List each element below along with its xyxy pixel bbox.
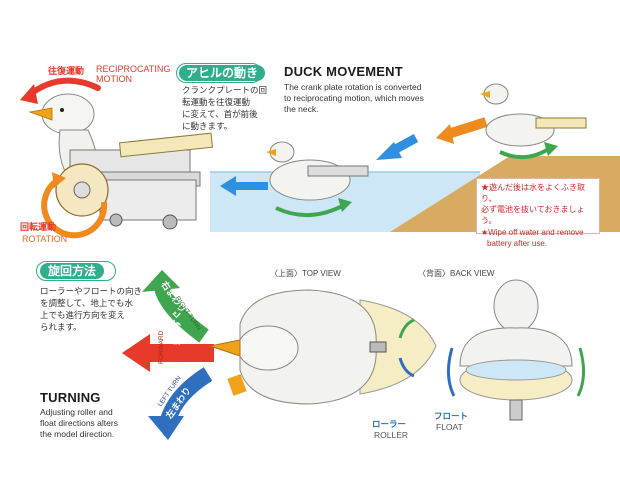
duck-movement-body-jp: クランクプレートの回 転運動を往復運動 に変えて、首が前後 に動きます。 xyxy=(182,84,267,132)
en-line: the neck. xyxy=(284,104,319,114)
turning-title-frame xyxy=(36,261,116,281)
float-label-jp: フロート xyxy=(434,411,469,421)
en-line: The crank plate rotation is converted xyxy=(284,82,422,92)
turning-body-jp: ローラーやフロートの向き を調整して、地上でも水 上でも進行方向を変え られます… xyxy=(40,285,142,333)
mechanism-illustration xyxy=(0,60,230,245)
warning-en-1: ★Wipe off water and remove xyxy=(481,228,584,237)
reciprocating-label-en-1: RECIPROCATING xyxy=(96,64,171,74)
jp-line: に変えて、首が前後 xyxy=(182,109,258,119)
turning-body-en: Adjusting roller and float directions al… xyxy=(40,407,118,440)
back-view-label: 〈背面〉BACK VIEW xyxy=(418,269,495,278)
warning-box: ★遊んだ後は水をよくふき取り、 必ず電池を抜いておきましょう。 ★Wipe of… xyxy=(476,178,600,248)
warning-en-2: battery after use. xyxy=(487,239,548,248)
top-view-illustration xyxy=(200,280,450,420)
en-line: Adjusting roller and xyxy=(40,407,113,417)
warning-jp-1: ★遊んだ後は水をよくふき取り、 xyxy=(481,183,585,203)
forward-label-jp: まっすぐ xyxy=(172,310,182,346)
rotation-label-en: ROTATION xyxy=(22,234,68,244)
roller-label-jp: ローラー xyxy=(372,419,407,429)
jp-line: 上でも進行方向を変え xyxy=(40,310,126,320)
turning-title-en: TURNING xyxy=(40,390,101,405)
duck-movement-body-en: The crank plate rotation is converted to… xyxy=(284,82,424,115)
reciprocating-label-en-2: MOTION xyxy=(96,74,132,84)
jp-line: 転運動を往復運動 xyxy=(182,97,251,107)
float-label-en: FLOAT xyxy=(436,422,463,432)
roller-label-en: ROLLER xyxy=(374,430,409,440)
en-line: the model direction. xyxy=(40,429,115,439)
warning-jp-2: 必ず電池を抜いておきましょう。 xyxy=(481,205,585,225)
jp-line: ローラーやフロートの向き xyxy=(40,286,143,296)
jp-line: に動きます。 xyxy=(182,121,233,131)
back-view-illustration xyxy=(440,276,590,436)
top-view-label: 〈上面〉TOP VIEW xyxy=(270,269,341,278)
duck-movement-title-jp: アヒルの動き xyxy=(179,65,266,81)
direction-arrows xyxy=(118,270,238,440)
jp-line: られます。 xyxy=(40,322,82,332)
forward-label-en: FORWARD xyxy=(158,330,165,364)
rotation-label-jp: 回転運動 xyxy=(20,222,57,232)
jp-line: を調整して、地上でも水 xyxy=(40,298,133,308)
duck-movement-title-en: DUCK MOVEMENT xyxy=(284,64,403,79)
jp-line: クランクプレートの回 xyxy=(182,85,268,95)
turning-title-jp: 旋回方法 xyxy=(40,263,105,279)
en-line: to reciprocating motion, which moves xyxy=(284,93,424,103)
en-line: float directions alters xyxy=(40,418,118,428)
reciprocating-label-jp: 往復運動 xyxy=(48,66,85,76)
